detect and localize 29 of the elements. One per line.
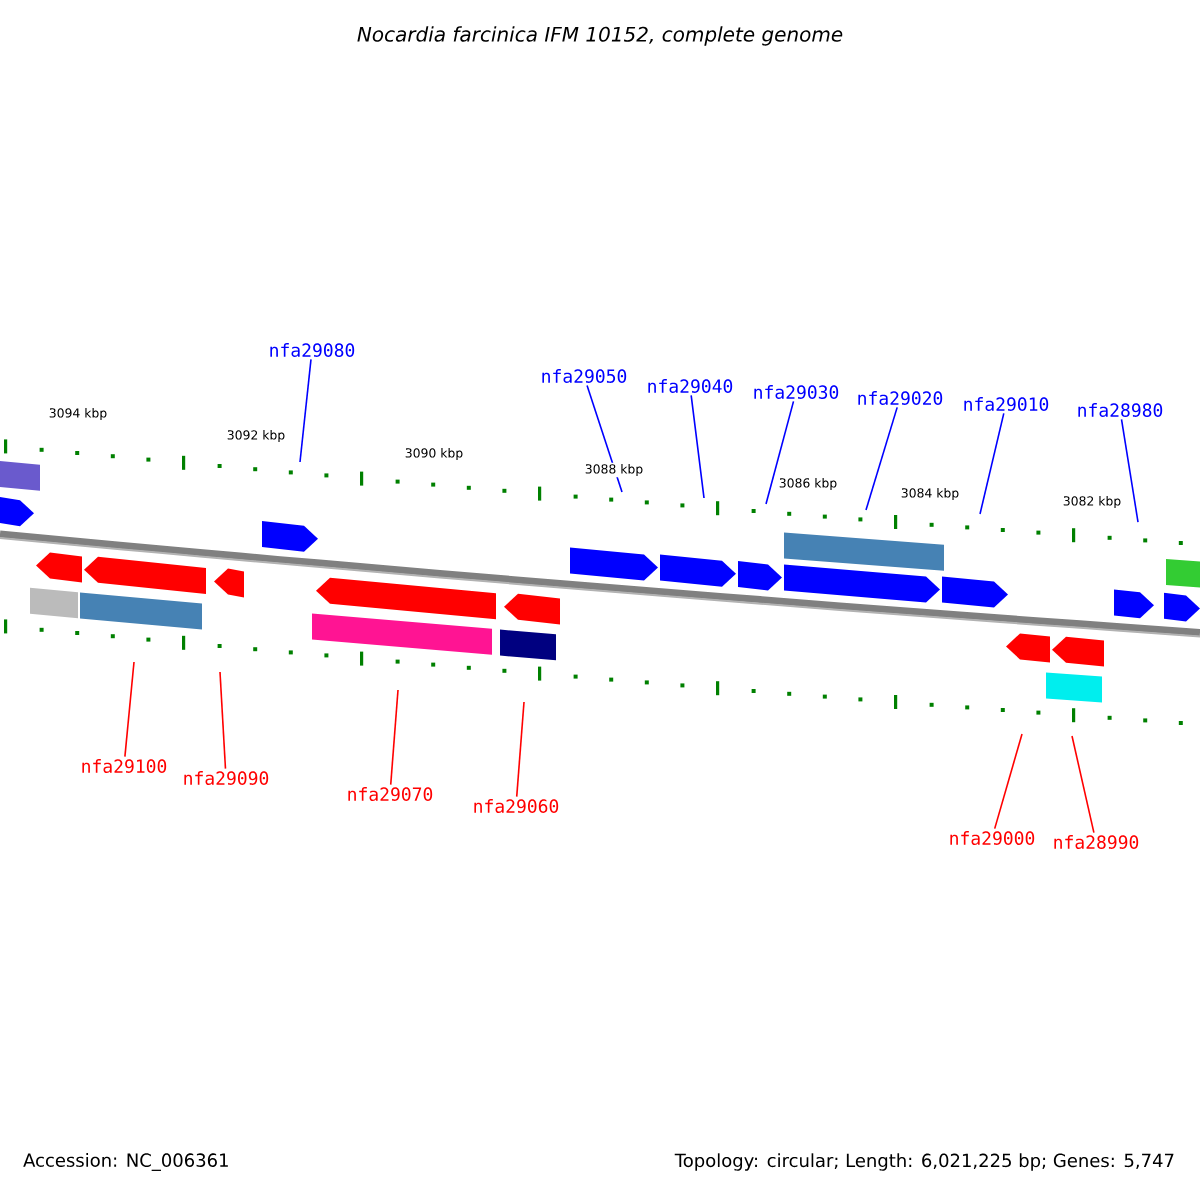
gene-label: nfa28990 (1054, 835, 1139, 849)
accession-text: Accession: NC_006361 (23, 1153, 228, 1171)
leader-line (299, 358, 312, 463)
gene-label: nfa29020 (858, 391, 943, 405)
gene-label: nfa29030 (754, 385, 839, 399)
gene-label: nfa29060 (474, 799, 559, 813)
leader-line (979, 412, 1005, 515)
leader-line (993, 733, 1023, 830)
gene-label: nfa29100 (82, 759, 167, 773)
gene-label: nfa29050 (542, 369, 627, 383)
leader-line (765, 400, 795, 505)
leader-line (690, 394, 705, 499)
title: Nocardia farcinica IFM 10152, complete genome (357, 26, 843, 46)
gene-label: nfa28980 (1078, 403, 1163, 417)
leader-line (1120, 418, 1139, 523)
leader-line (124, 661, 135, 758)
gene-label: nfa29010 (964, 397, 1049, 411)
gene-label: nfa29080 (270, 343, 355, 357)
genome-info-text: Topology: circular; Length: 6,021,225 bp; Genes: 5,747 (674, 1153, 1174, 1171)
leader-line (586, 384, 623, 493)
leader-line (389, 689, 399, 786)
leader-line (515, 701, 525, 798)
gene-label: nfa29000 (950, 831, 1035, 845)
leader-line (865, 406, 898, 511)
leader-line (219, 671, 227, 770)
gene-label: nfa29040 (648, 379, 733, 393)
gene-label: nfa29090 (184, 771, 269, 785)
gene-label: nfa29070 (348, 787, 433, 801)
leader-line (1071, 735, 1095, 834)
